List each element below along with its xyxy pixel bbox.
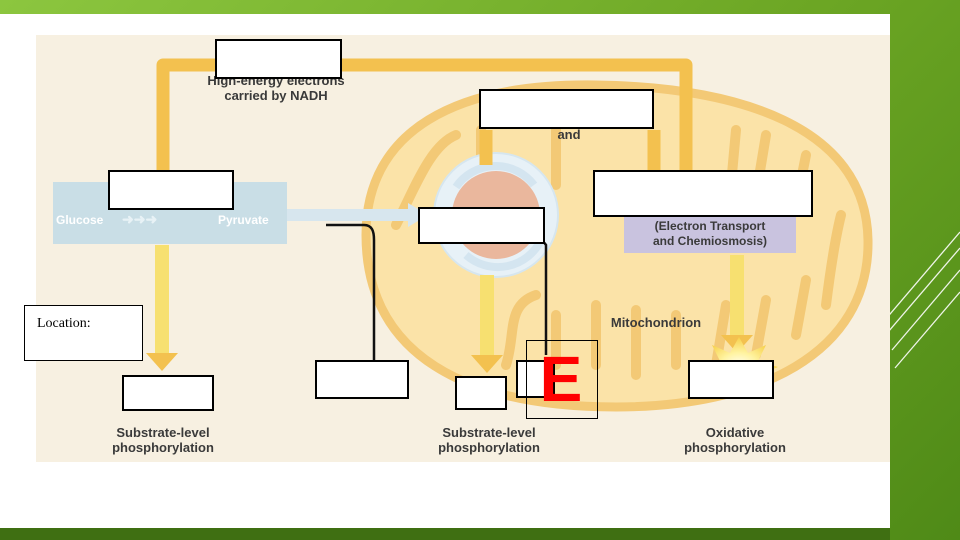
and-label: and [557, 127, 581, 142]
down-arrow-mid [480, 275, 494, 357]
e-marker-letter: E [539, 343, 583, 415]
location-label: Location: [37, 316, 91, 331]
blank-box-connector[interactable] [315, 360, 409, 399]
substrate-level-mid-label: Substrate-level phosphorylation [438, 425, 540, 455]
etc-box [624, 215, 796, 253]
down-arrow-left-head [146, 353, 178, 371]
glucose-label: Glucose [56, 213, 104, 227]
etc-label: (Electron Transport and Chemiosmosis) [652, 219, 768, 248]
blank-box-top[interactable] [215, 39, 342, 79]
down-arrow-left [155, 245, 169, 355]
oxidative-phosphorylation-label: Oxidative phosphorylation [684, 425, 786, 455]
substrate-level-left-label: Substrate-level phosphorylation [112, 425, 214, 455]
blank-box-and[interactable] [479, 89, 654, 129]
blank-box-glycolysis[interactable] [108, 170, 234, 210]
down-arrow-right [730, 255, 744, 337]
krebs-cycle-arrows [452, 161, 545, 272]
blank-box-etc[interactable] [593, 170, 813, 217]
nadh-loop-arrow [156, 58, 693, 205]
blank-box-atp-left[interactable] [122, 375, 214, 411]
slide-bottom-bar [0, 528, 890, 540]
location-box[interactable]: Location: [24, 305, 143, 361]
blank-box-atp-right[interactable] [688, 360, 774, 399]
glucose-arrows: ➜➜➜ [122, 211, 158, 227]
mitochondrion-label: Mitochondrion [610, 315, 702, 330]
down-arrow-mid-head [471, 355, 503, 373]
blank-box-krebs[interactable] [418, 207, 545, 244]
blank-box-e-left[interactable] [516, 360, 555, 398]
pyruvate-label: Pyruvate [218, 213, 269, 227]
e-marker-frame [526, 340, 598, 419]
blank-box-atp-mid[interactable] [455, 376, 507, 410]
connector-line-left [326, 223, 376, 361]
